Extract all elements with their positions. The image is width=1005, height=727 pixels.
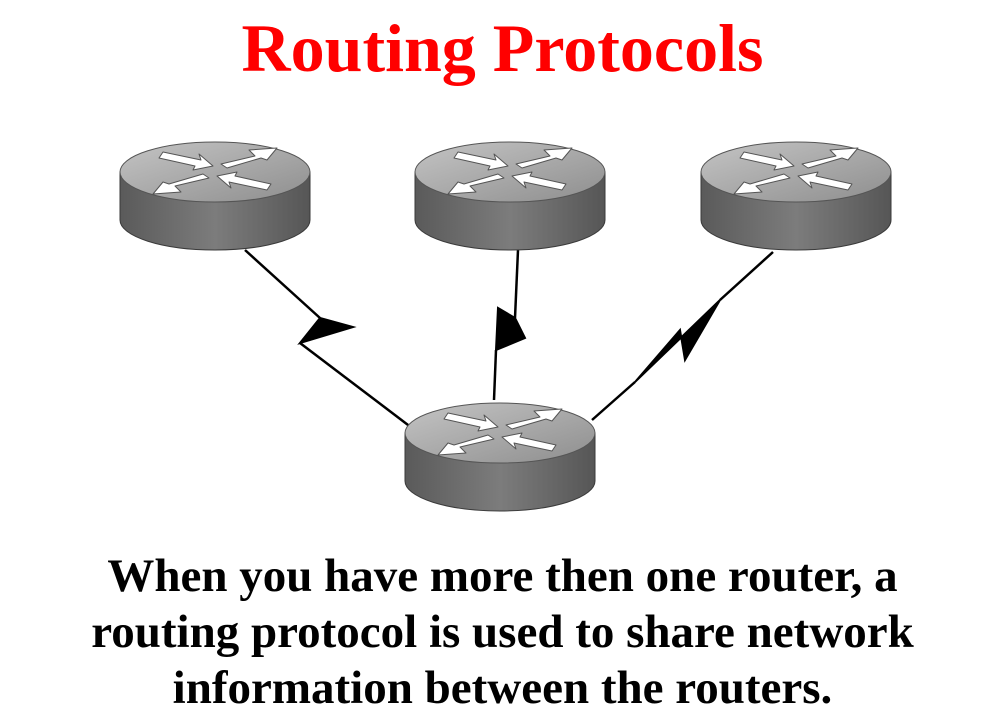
router-top-left [119, 141, 311, 251]
router-icon [119, 141, 311, 251]
slide-title: Routing Protocols [241, 10, 764, 86]
slide-caption: When you have more then one router, a ro… [0, 548, 1005, 716]
serial-link-right [591, 251, 774, 421]
network-links [244, 249, 774, 429]
router-icon [404, 402, 596, 512]
router-icon [700, 141, 892, 251]
caption-line: When you have more then one router, a [107, 550, 898, 602]
router-top-right [700, 141, 892, 251]
router-icon [414, 141, 606, 251]
caption-line: information between the routers. [172, 662, 833, 714]
router-top-center [414, 141, 606, 251]
caption-line: routing protocol is used to share networ… [91, 606, 914, 658]
router-bottom-center [404, 402, 596, 512]
serial-link-left [244, 249, 413, 429]
serial-link-center [492, 249, 527, 401]
